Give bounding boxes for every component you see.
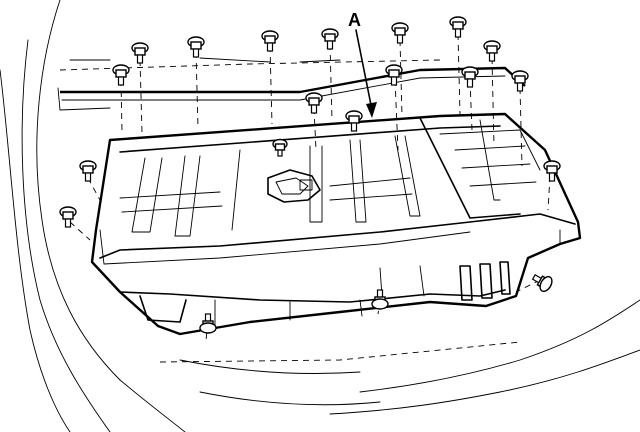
callout-label: A [348, 10, 361, 30]
bolt-icon [59, 206, 77, 228]
bolt-icon [321, 28, 339, 50]
bolt-icon [543, 160, 561, 182]
bolt-icon [112, 64, 130, 86]
bolt-alignment-lines [69, 33, 551, 341]
callout-a: A [348, 10, 377, 118]
bolt-icon [261, 30, 279, 52]
callout-leader-line [355, 29, 373, 111]
bolt-icon [187, 36, 205, 58]
bolt-icon [199, 313, 217, 334]
bolt-icon [371, 289, 389, 310]
bolt-icon [305, 92, 323, 114]
bolt-icon [79, 160, 97, 182]
bolt-icon [449, 16, 467, 38]
bolt-icon [131, 42, 149, 64]
battery-cover-panel [90, 112, 582, 336]
bolt-icon [531, 274, 553, 293]
bolt-icon [461, 66, 479, 88]
bolt-icon [511, 70, 529, 92]
callout-arrowhead [366, 102, 377, 118]
bolt-icon [385, 64, 403, 86]
bolt-icon [483, 40, 501, 62]
bolt-icon [272, 138, 288, 157]
bolt-icon [391, 22, 409, 44]
mounting-bolts [59, 16, 561, 334]
bolt-icon [345, 110, 363, 132]
upper-flange [60, 57, 526, 101]
